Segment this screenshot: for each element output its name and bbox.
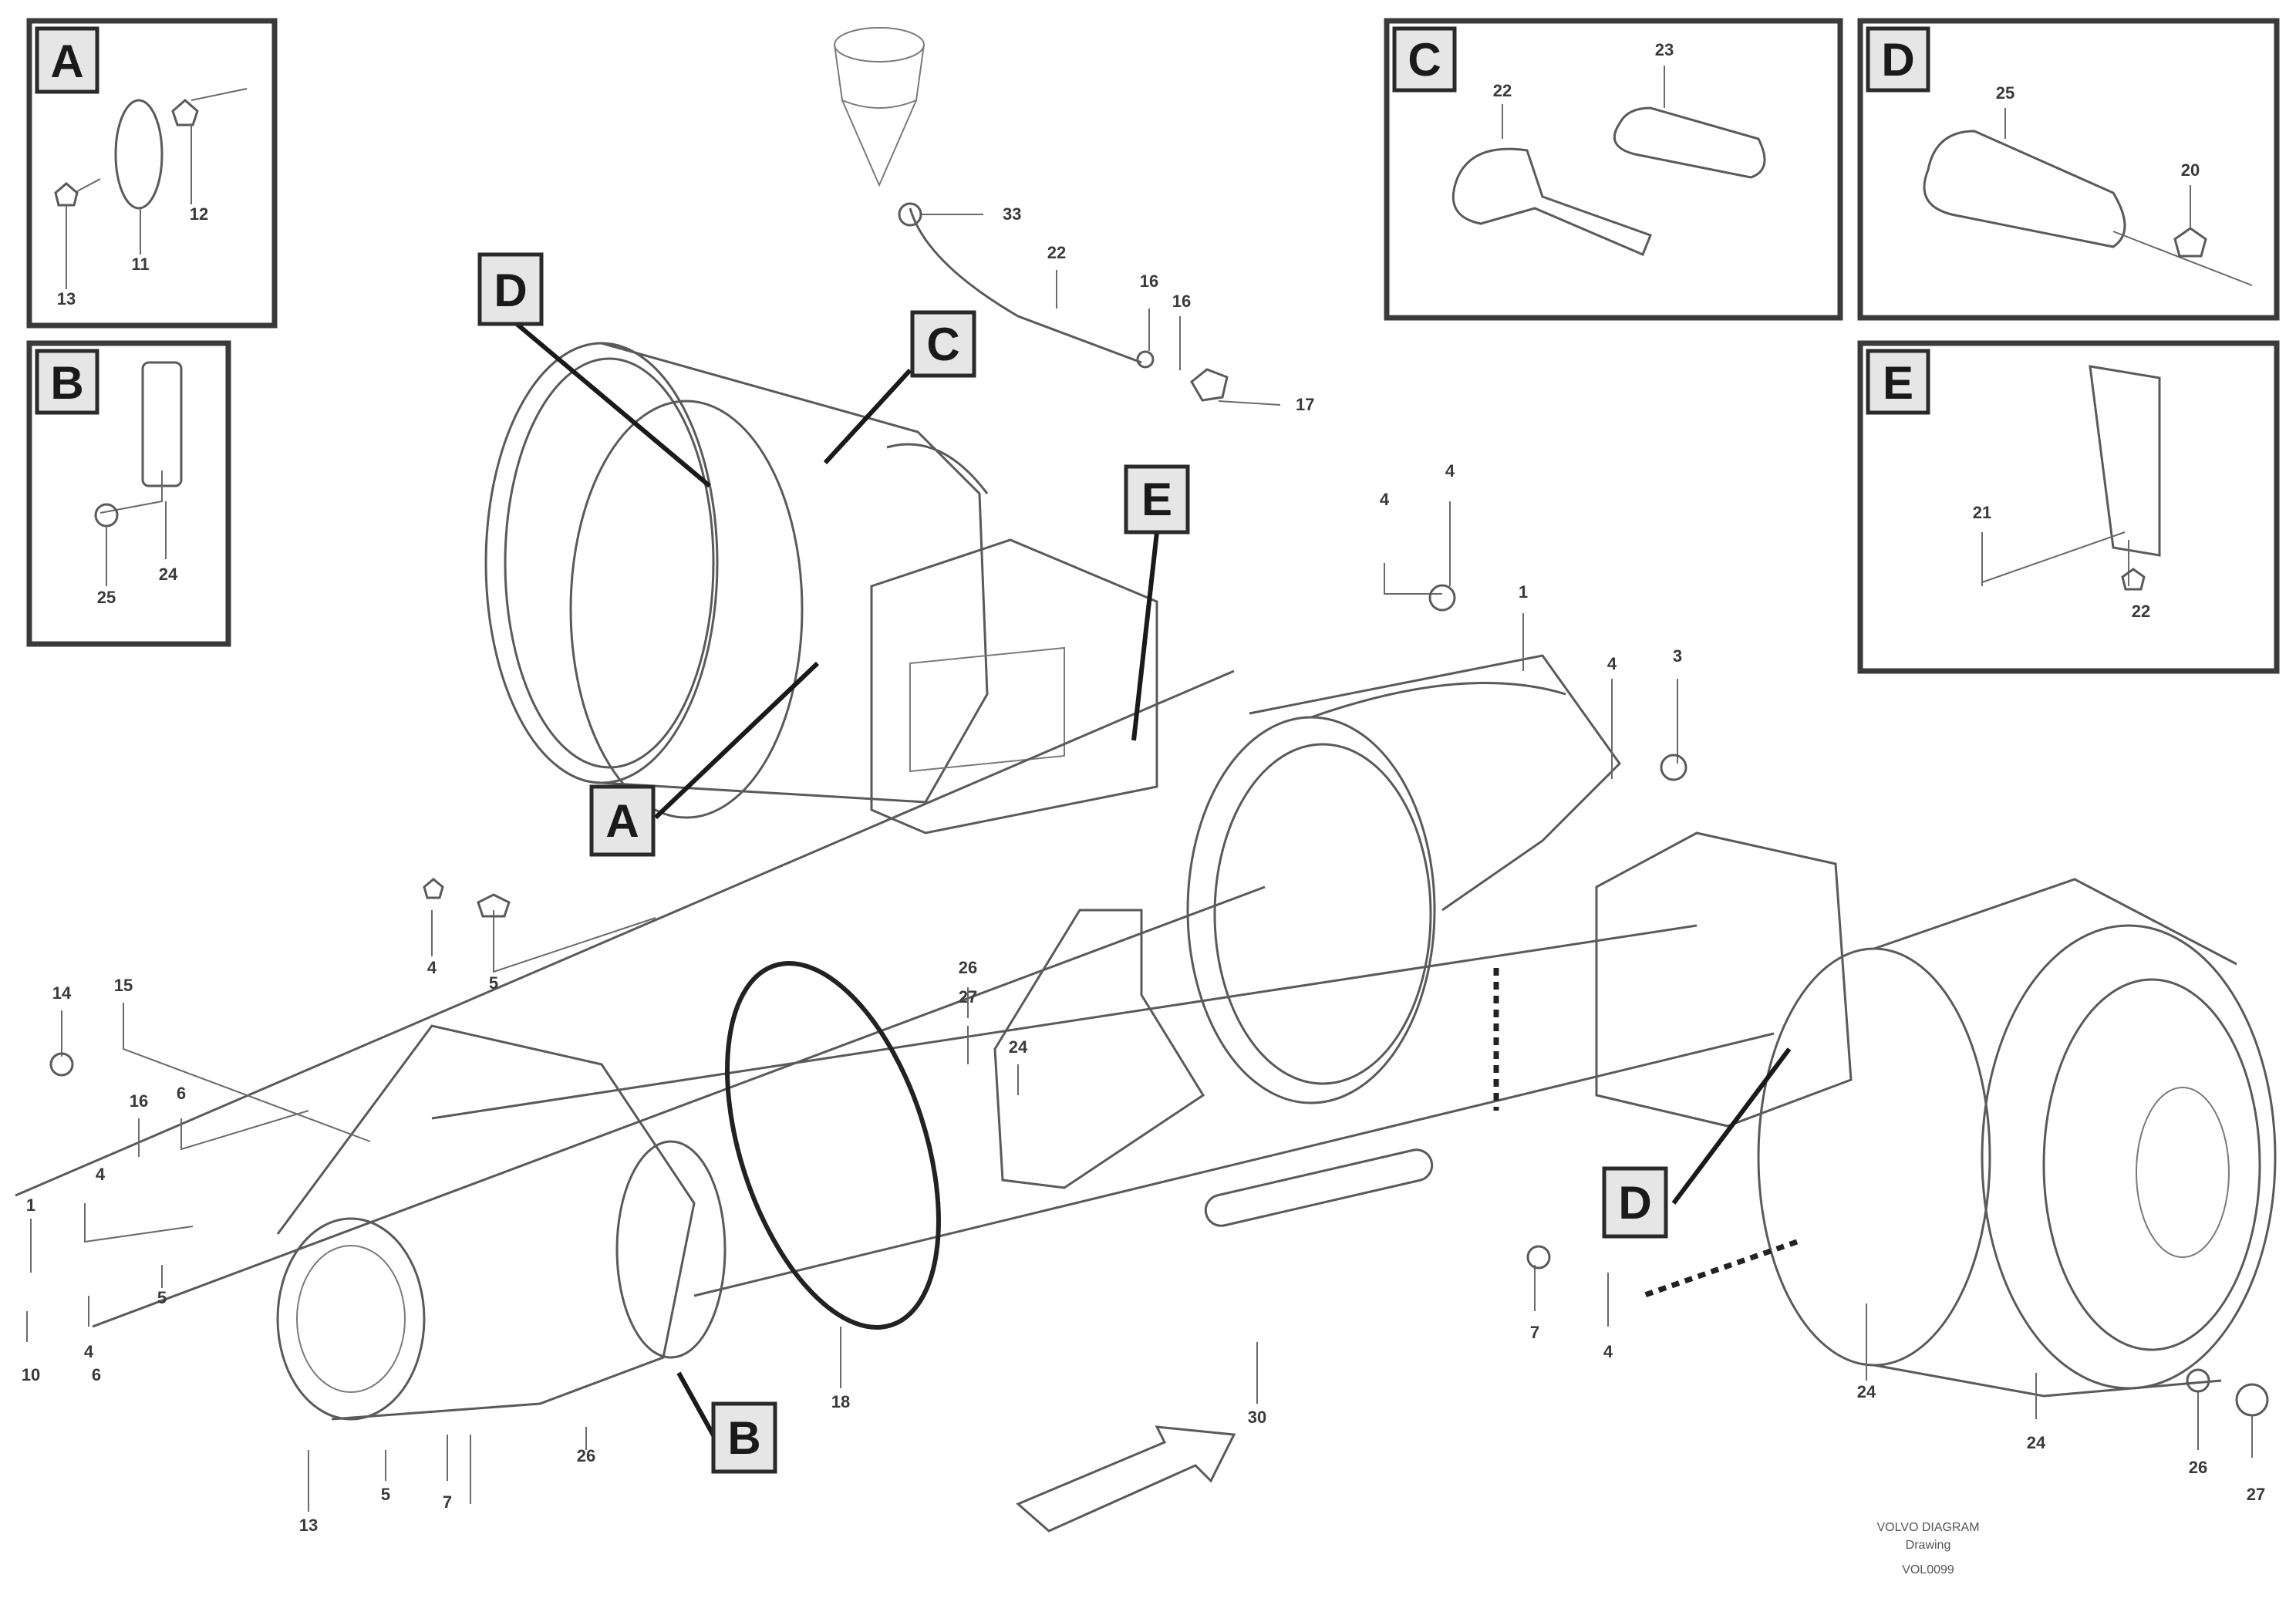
svg-text:Drawing: Drawing [1906,1539,1951,1552]
callout: 26 [577,1446,595,1465]
callout: 17 [1296,395,1314,414]
nut-part [2173,227,2207,258]
bracket-part [993,909,1205,1189]
callout: 14 [52,983,72,1003]
callout: 6 [177,1084,186,1103]
callout: 16 [130,1091,148,1111]
shaft-part [1923,130,2126,248]
callout: 25 [97,588,116,607]
o-ring-part [114,99,164,210]
svg-text:D: D [494,265,527,316]
callout: 23 [1655,40,1674,59]
callout: 1 [26,1195,35,1215]
callout: 24 [1009,1037,1028,1057]
direction-arrow-icon [1016,1425,1236,1533]
right-hub-part [1757,878,2277,1398]
upper-hub-part [484,342,989,819]
o-ring-part [725,961,941,1330]
inset-b: B 25 24 [26,340,231,647]
plate-part [2089,365,2161,557]
inset-a-letter: A [50,35,83,87]
filler-cap-part [834,27,925,187]
svg-text:B: B [727,1412,760,1464]
callout: 16 [1140,271,1158,291]
ref-letter-d: D [477,252,544,326]
shaft-part [1451,147,1652,256]
callout: 7 [1530,1323,1539,1342]
callout: 22 [2132,602,2150,621]
callout: 7 [443,1492,452,1512]
svg-text:VOL0099: VOL0099 [1902,1563,1954,1576]
ref-letter-a: A [589,784,656,857]
inset-e-letter: E [1883,357,1913,409]
shaft-part [1613,106,1766,179]
callout: 3 [1673,646,1682,666]
callout: 24 [159,565,178,584]
callout: 24 [1857,1382,1876,1401]
right-housing-part [1595,831,1853,1128]
callout: 5 [157,1288,167,1307]
callout: 22 [1047,243,1066,262]
callout: 4 [1445,461,1455,481]
callout: 26 [2189,1458,2207,1477]
lower-hub-part [276,1024,727,1421]
callout: 21 [1973,503,1991,522]
ref-letter-b: B [711,1401,777,1474]
callout: 5 [381,1485,390,1504]
callout: 13 [299,1516,318,1535]
callout: 12 [190,204,208,224]
main-callouts: 33 22 16 16 17 4 4 1 4 3 4 5 14 15 26 27… [22,204,2265,1535]
svg-text:C: C [926,319,959,370]
ref-letter-e: E [1124,464,1190,534]
svg-text:D: D [1618,1177,1651,1229]
nut-part [171,99,199,126]
callout: 13 [57,289,76,309]
pin-part [1204,1148,1434,1227]
callout: 25 [1996,83,2014,103]
inset-c: C 22 23 [1384,18,1843,321]
inset-e: E 21 22 [1857,340,2280,674]
callout: 27 [2247,1485,2265,1504]
axle-tube-line [15,669,1235,1197]
callout: 11 [131,255,149,274]
callout: 27 [959,987,977,1007]
inset-d-letter: D [1881,34,1914,86]
callout: 16 [1172,292,1191,311]
differential-ring-part [1186,654,1621,1104]
axle-assembly [15,27,2277,1533]
brake-housing-part [870,538,1158,835]
callout: 33 [1003,204,1021,224]
svg-text:E: E [1141,474,1172,525]
callout: 4 [1603,1342,1613,1361]
callout: 22 [1493,81,1512,100]
svg-text:A: A [605,795,639,847]
callout: 18 [831,1392,850,1411]
bolt-part [54,182,79,207]
inset-a: A 11 12 13 [26,18,278,329]
callout: 5 [489,973,498,993]
callout: 4 [1380,490,1390,509]
callout: 30 [1248,1408,1266,1427]
inset-d: D 25 20 [1857,18,2280,321]
inset-c-letter: C [1408,34,1441,86]
callout: 1 [1519,582,1528,602]
callout: 4 [96,1165,106,1184]
callout: 20 [2181,160,2200,180]
callout: 6 [92,1365,101,1384]
callout: 24 [2027,1433,2046,1452]
callout: 4 [1607,654,1617,673]
svg-text:VOLVO DIAGRAM: VOLVO DIAGRAM [1876,1521,1979,1534]
callout: 26 [959,958,977,977]
ref-letter-d2: D [1602,1166,1668,1239]
drawing-caption: VOLVO DIAGRAM Drawing VOL0099 [1876,1521,1979,1576]
inset-b-letter: B [50,357,83,409]
callout: 15 [114,976,133,995]
callout: 10 [22,1365,40,1384]
callout: 4 [427,958,437,977]
callout: 4 [84,1342,94,1361]
ref-letter-c: C [910,310,976,378]
